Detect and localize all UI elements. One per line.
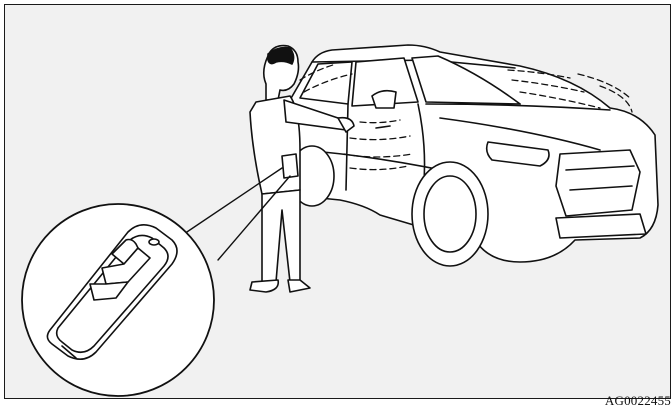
figure-code: AG0022455 [605,393,671,409]
car-illustration [290,45,658,266]
key-fob-callout [22,204,214,396]
